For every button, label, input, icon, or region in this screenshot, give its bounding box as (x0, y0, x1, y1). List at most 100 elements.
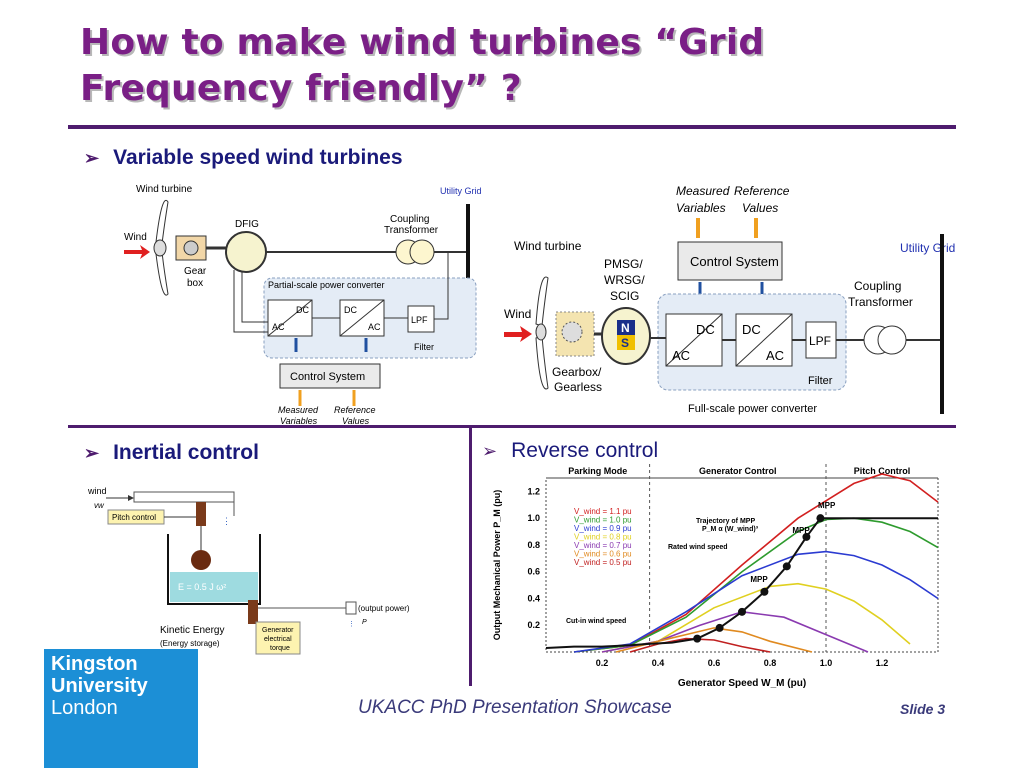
bullet-inertial-control: ➢ Inertial control (84, 441, 259, 465)
x-tick-label: 0.8 (764, 658, 777, 668)
inertial-p-label: P (362, 619, 367, 626)
y-tick-label: 1.0 (527, 513, 540, 523)
inertial-flow-icon: ⋮ (222, 516, 231, 526)
dfig-variables-label: Variables (280, 416, 318, 426)
pmsg-ac-label: AC (672, 348, 690, 363)
mpp-point (738, 607, 746, 616)
annotation-power-law: P_M α (W_wind)³ (702, 526, 759, 533)
annotation-cut-in: Cut-in wind speed (566, 618, 626, 625)
dfig-hub-icon (153, 239, 167, 257)
series-line (573, 550, 939, 653)
pmsg-diagram: Measured Variables Reference Values Cont… (504, 184, 955, 415)
pmsg-lpf-label: LPF (809, 334, 831, 348)
mpp-point (760, 587, 769, 596)
inertial-water (170, 572, 258, 602)
y-tick-label: 0.2 (527, 620, 540, 630)
pmsg-gear-icon (561, 321, 583, 343)
y-axis-label: Output Mechanical Power P_M (pu) (492, 490, 502, 641)
dfig-transformer-icon-2 (409, 239, 435, 265)
title-line-2: Frequency friendly” ? (80, 68, 522, 109)
pmsg-lpf-box (805, 321, 837, 359)
dfig-control-box (279, 363, 381, 389)
title-divider (68, 125, 956, 129)
pmsg-wind-arrow-icon (504, 326, 532, 342)
dfig-measured-label: Measured (278, 405, 319, 415)
logo-line-2: University (51, 675, 148, 697)
pmsg-values-label: Values (742, 201, 778, 215)
inertial-vw-label: vw (94, 501, 105, 510)
bullet-reverse-control: ➢ Reverse control (482, 439, 658, 463)
pmsg-wind-turbine-label: Wind turbine (514, 239, 582, 253)
dfig-ac-label: AC (272, 322, 285, 332)
inertial-tank (167, 534, 261, 605)
annotation-mpp: MPP (750, 575, 768, 584)
bullet-label: Reverse control (511, 439, 659, 462)
series-line (573, 517, 939, 653)
kingston-logo: Kingston University London (44, 649, 198, 768)
pmsg-s-label: S (621, 336, 629, 350)
title-line-1: How to make wind turbines “Grid (80, 22, 765, 63)
pmsg-variables-label: Variables (676, 201, 726, 215)
inertial-kinetic-label: Kinetic Energy (160, 625, 224, 636)
pmsg-dc-label-2: DC (742, 322, 761, 337)
pmsg-blade-icon (535, 276, 549, 327)
series-line (615, 627, 813, 653)
inertial-gen3-label: torque (270, 645, 290, 652)
dfig-dc-label-2: DC (344, 305, 357, 315)
dfig-reference-label: Reference (334, 405, 376, 415)
region-label: Parking Mode (568, 466, 627, 476)
pmsg-filter-label: Filter (808, 375, 833, 387)
annotation-rated: Rated wind speed (668, 544, 728, 551)
dfig-blade-icon (155, 199, 169, 245)
dfig-ac-label-2: AC (368, 322, 381, 332)
bullet-variable-speed: ➢Variable speed wind turbines (84, 146, 403, 170)
inertial-generator-box (255, 621, 301, 655)
pmsg-magnet-s (617, 335, 635, 350)
inertial-diagram: wind vw ⋮ Pitch control E = 0.5 J ω² (ou… (87, 486, 410, 655)
pmsg-dc-label: DC (696, 322, 715, 337)
logo-line-1: Kingston (51, 653, 138, 675)
dfig-gear-label: Gear (184, 266, 207, 277)
inertial-pitch-label: Pitch control (112, 513, 156, 522)
series-line (573, 473, 939, 653)
bullet-label: Inertial control (113, 441, 259, 464)
annotation-mpp: MPP (792, 526, 810, 535)
pmsg-wind-label: Wind (504, 307, 531, 321)
pmsg-utility-grid-label: Utility Grid (900, 241, 955, 255)
bullet-arrow-icon: ➢ (84, 443, 100, 463)
dfig-transformer-label: Transformer (384, 225, 439, 236)
legend-entry: V_wind = 0.6 pu (574, 550, 632, 559)
dfig-values-label: Values (342, 416, 370, 426)
inertial-energy-label: E = 0.5 J ω² (178, 582, 226, 592)
region-label: Pitch Control (854, 466, 911, 476)
pmsg-gen2-label: WRSG/ (604, 273, 645, 287)
dfig-generator-label: DFIG (235, 219, 259, 230)
y-tick-label: 0.8 (527, 540, 540, 550)
pmsg-blade-icon-2 (535, 335, 549, 390)
inertial-valve-icon (248, 600, 258, 624)
pmsg-measured-label: Measured (676, 184, 730, 198)
mpp-point (816, 514, 825, 523)
dfig-gear-icon (183, 240, 199, 256)
pmsg-control-label: Control System (690, 254, 779, 269)
slide-number: Slide 3 (900, 701, 946, 717)
y-tick-label: 0.4 (527, 593, 540, 603)
pmsg-ac-label-2: AC (766, 348, 784, 363)
section-divider (68, 425, 956, 428)
inertial-wind-label: wind (87, 486, 107, 496)
x-tick-label: 0.4 (652, 658, 665, 668)
x-tick-label: 0.2 (596, 658, 609, 668)
pmsg-transformer-label: Transformer (848, 295, 913, 309)
dfig-box-label: box (187, 278, 203, 289)
legend-entry: V_wind = 0.8 pu (574, 533, 632, 542)
pmsg-magnet-n (617, 320, 635, 335)
pmsg-reference-label: Reference (734, 184, 790, 198)
dfig-diagram: Wind turbine Utility Grid Wind Gear box … (124, 184, 482, 426)
inertial-output-flow-icon: ⋮ (348, 621, 355, 628)
bullet-arrow-icon: ➢ (482, 441, 498, 461)
annotation-mpp: MPP (818, 501, 836, 510)
dfig-lpf-label: LPF (411, 315, 428, 325)
dfig-control-label: Control System (290, 371, 365, 383)
pmsg-gearbox-label: Gearbox/ (552, 365, 602, 379)
bullet-arrow-icon: ➢ (84, 148, 100, 168)
